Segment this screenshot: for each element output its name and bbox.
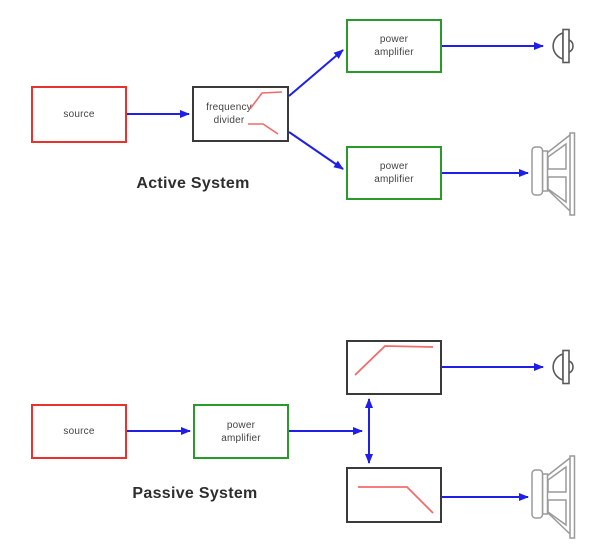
active-power-amplifier-bottom-box: power amplifier (346, 146, 442, 200)
frequency-divider-label: frequency divider (206, 102, 252, 126)
active-source-box: source (31, 86, 127, 143)
frequency-divider-box: frequency divider (192, 86, 289, 142)
passive-power-amplifier-label: power amplifier (221, 419, 261, 444)
high-pass-filter-box (346, 340, 442, 395)
passive-power-amplifier-box: power amplifier (193, 404, 289, 459)
low-pass-curve-icon (358, 486, 434, 514)
high-pass-curve-icon (354, 345, 434, 376)
high-pass-curve-icon (249, 91, 283, 110)
arrow-divider-to-amp-top (288, 49, 344, 97)
low-pass-curve-icon (248, 123, 279, 135)
crossover-response-curves-icon (248, 91, 283, 135)
woofer-speaker-icon (531, 455, 576, 539)
tweeter-speaker-icon (552, 28, 574, 64)
woofer-speaker-icon (531, 132, 576, 216)
passive-source-label: source (63, 426, 95, 437)
tweeter-speaker-icon (552, 349, 574, 385)
active-source-label: source (63, 109, 95, 120)
passive-system-title: Passive System (132, 485, 258, 502)
active-power-amplifier-bottom-label: power amplifier (374, 161, 414, 185)
active-system-title: Active System (136, 175, 250, 192)
active-power-amplifier-top-box: power amplifier (346, 19, 442, 73)
low-pass-filter-box (346, 467, 442, 523)
active-power-amplifier-top-label: power amplifier (374, 34, 414, 58)
passive-source-box: source (31, 404, 127, 459)
arrow-divider-to-amp-bottom (288, 131, 344, 170)
